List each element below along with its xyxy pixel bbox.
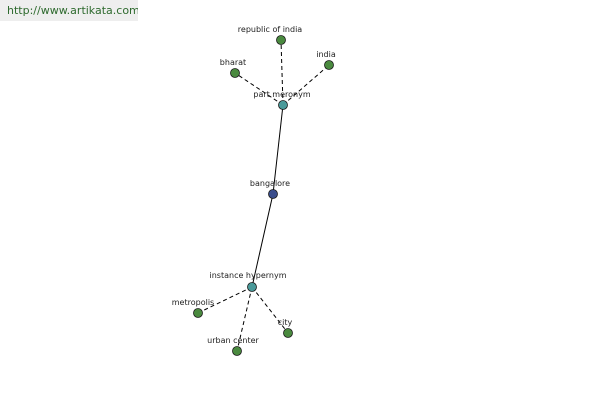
node-label-metropolis: metropolis (172, 298, 214, 307)
edge-part-meronym-republic-of-india (280, 39, 284, 106)
edge-bangalore-part-meronym (272, 104, 284, 195)
node-republic-of-india[interactable] (276, 35, 286, 45)
edge-instance-hypernym-urban-center (236, 286, 253, 352)
node-metropolis[interactable] (193, 308, 203, 318)
node-label-republic-of-india: republic of india (238, 25, 302, 34)
edge-instance-hypernym-city (251, 286, 289, 334)
edge-instance-hypernym-metropolis (197, 286, 253, 314)
edges-layer (197, 39, 330, 352)
node-label-india: india (316, 50, 336, 59)
node-label-part-meronym: part meronym (253, 90, 310, 99)
edge-part-meronym-india (282, 64, 330, 106)
edge-part-meronym-bharat (234, 72, 284, 106)
source-link[interactable]: http://www.artikata.com (0, 0, 138, 21)
node-instance-hypernym[interactable] (247, 282, 257, 292)
node-label-urban-center: urban center (207, 336, 259, 345)
labels-layer: bangalore part meronym republic of india bh… (172, 25, 336, 345)
node-label-bharat: bharat (220, 58, 246, 67)
node-label-city: city (278, 318, 293, 327)
node-india[interactable] (324, 60, 334, 70)
node-urban-center[interactable] (232, 346, 242, 356)
nodes-layer (193, 35, 334, 356)
node-bangalore[interactable] (268, 189, 278, 199)
node-part-meronym[interactable] (278, 100, 288, 110)
node-label-instance-hypernym: instance hypernym (210, 271, 287, 280)
node-city[interactable] (283, 328, 293, 338)
node-bharat[interactable] (230, 68, 240, 78)
edge-bangalore-instance-hypernym (251, 193, 274, 288)
node-label-bangalore: bangalore (250, 179, 290, 188)
